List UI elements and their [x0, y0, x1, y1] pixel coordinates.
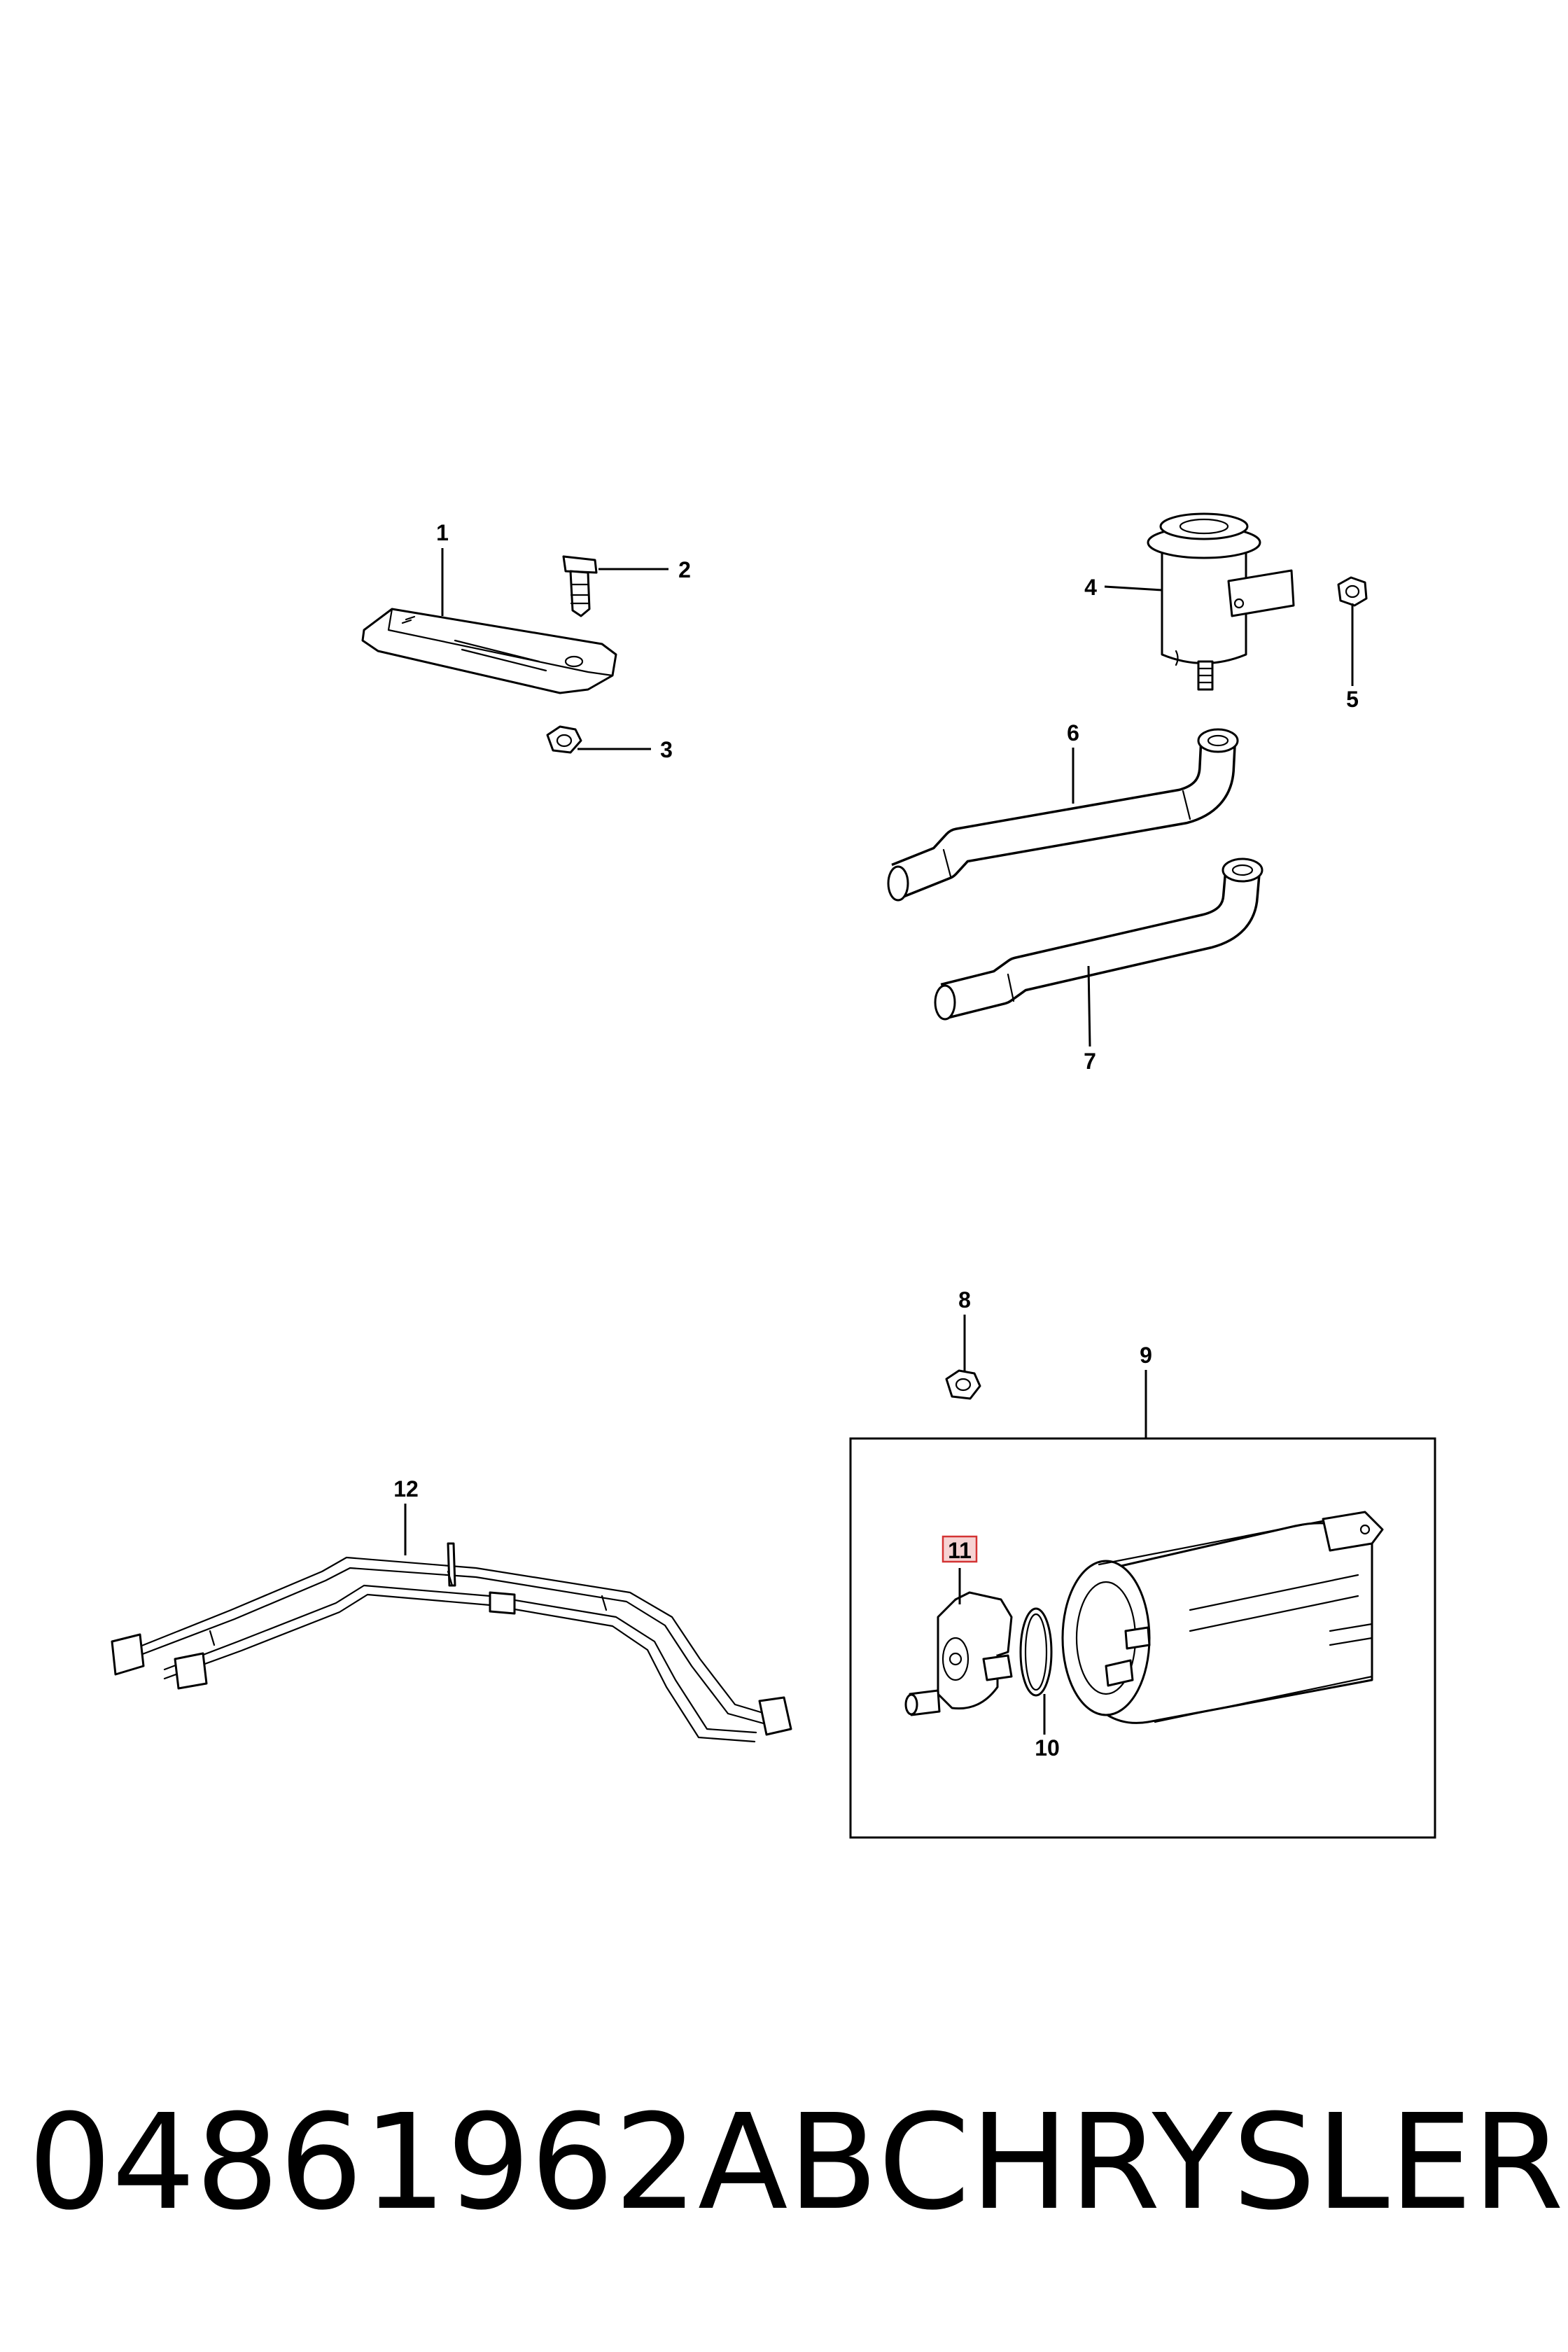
callout-1: 1 — [436, 520, 449, 545]
callout-5: 5 — [1346, 687, 1359, 712]
callout-3: 3 — [660, 737, 673, 762]
callout-9: 9 — [1140, 1343, 1152, 1368]
callout-8: 8 — [958, 1287, 971, 1312]
brand-name: CHRYSLER — [878, 2086, 1564, 2239]
canister-assembly-box — [849, 1437, 1436, 1839]
bracket-plate — [361, 608, 617, 694]
callout-11-highlight — [941, 1535, 978, 1563]
callout-4: 4 — [1084, 575, 1097, 600]
hose — [934, 858, 1264, 1021]
nut — [1337, 576, 1368, 607]
bolt — [562, 555, 598, 617]
o-ring — [1019, 1607, 1053, 1697]
callout-6: 6 — [1067, 720, 1079, 746]
callout-7: 7 — [1084, 1049, 1096, 1074]
callout-12: 12 — [393, 1476, 419, 1502]
vapor-valve — [1147, 512, 1295, 691]
nut — [945, 1369, 981, 1400]
callout-10: 10 — [1035, 1735, 1060, 1760]
leak-detection-pump — [904, 1591, 1013, 1716]
hose — [887, 728, 1239, 902]
nut — [546, 725, 582, 754]
part-number: 04861962AB — [28, 2086, 878, 2239]
part-caption: 04861962AB CHRYSLER — [28, 2086, 1564, 2239]
evap-canister — [1061, 1511, 1384, 1724]
callout-2: 2 — [678, 557, 691, 582]
callout-11: 11 — [948, 1538, 972, 1563]
vapor-line-harness — [111, 1542, 792, 1743]
